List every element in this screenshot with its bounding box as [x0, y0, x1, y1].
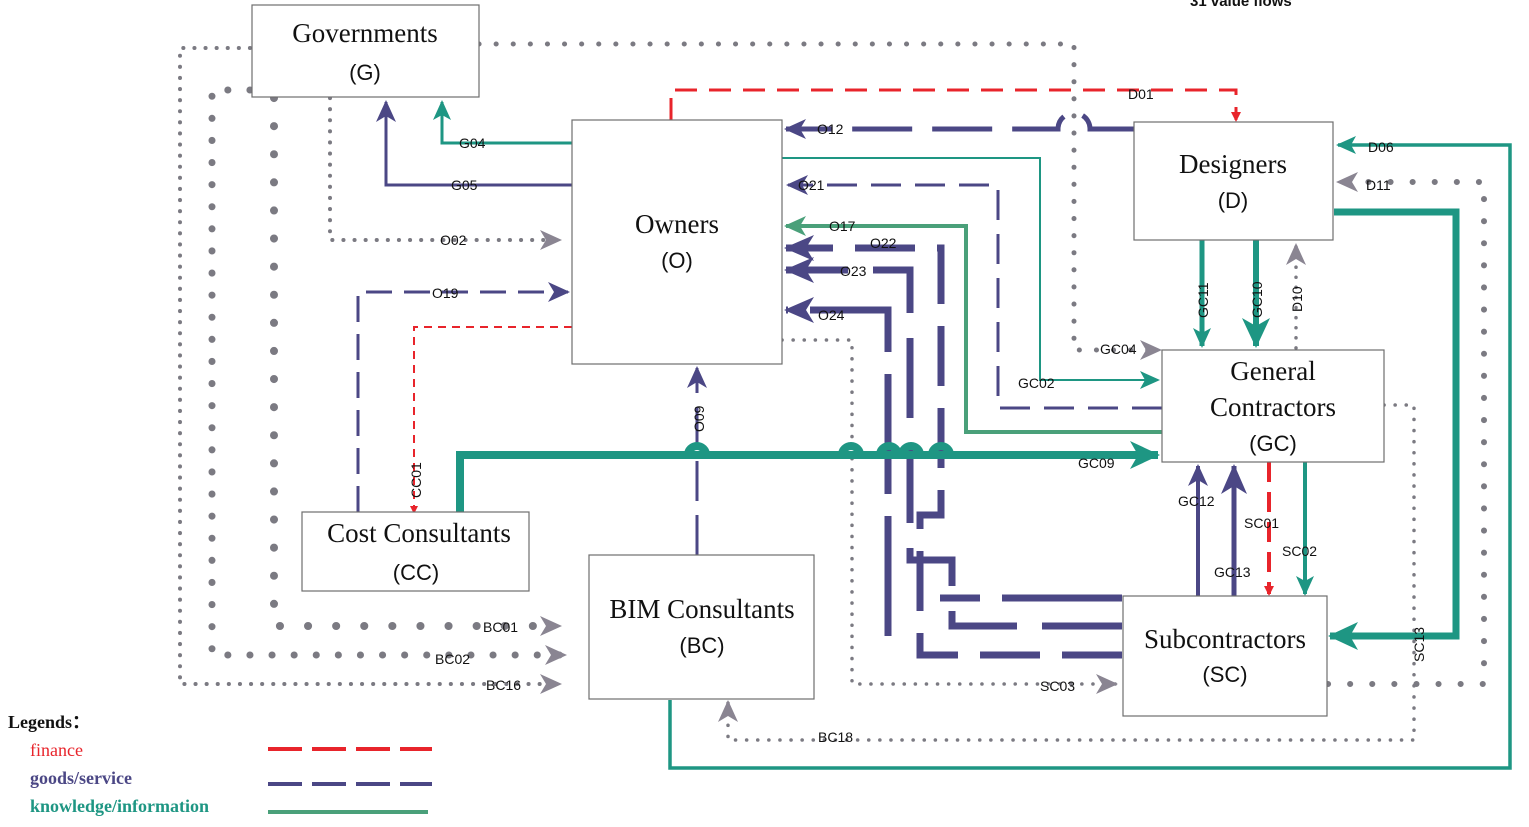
flow-bc18-line: [718, 403, 1416, 742]
flow-o22-line: [784, 235, 1122, 659]
flow-o23-line: [784, 257, 1122, 630]
bim-consultants-code: (BC): [679, 633, 724, 658]
box-governments: Governments (G): [251, 4, 480, 98]
flow-g04-line: [433, 100, 572, 145]
designers-name: Designers: [1179, 149, 1287, 179]
label-gc02: GC02: [1018, 375, 1055, 391]
label-d11: D11: [1366, 177, 1391, 193]
flow-o21-line: [786, 175, 1162, 410]
box-cost-consultants: Cost Consultants (CC): [301, 511, 530, 592]
flow-sc03-line: [780, 338, 1118, 694]
flow-bc02-line: [208, 86, 569, 665]
label-o17: O17: [829, 218, 856, 234]
box-designers: Designers (D): [1133, 121, 1334, 241]
bim-consultants-name: BIM Consultants: [609, 594, 794, 624]
flow-o02-line: [328, 96, 562, 250]
owners-name: Owners: [635, 209, 719, 239]
label-d10: D10: [1289, 286, 1305, 312]
flow-g05-line: [376, 100, 572, 187]
flow-gc09-line: [456, 441, 1160, 512]
flow-sc13-line: [1328, 208, 1460, 650]
label-o12: O12: [817, 121, 844, 137]
label-gc13: GC13: [1214, 564, 1251, 580]
label-o21: O21: [798, 177, 825, 193]
label-bc01: BC01: [483, 619, 518, 635]
legend-title: Legends：: [8, 712, 90, 732]
label-bc18: BC18: [818, 729, 853, 745]
box-subcontractors: Subcontractors (SC): [1122, 595, 1328, 717]
label-o09: O09: [691, 405, 707, 432]
label-sc02: SC02: [1282, 543, 1317, 559]
subcontractors-name: Subcontractors: [1144, 624, 1306, 654]
cost-consultants-name: Cost Consultants: [327, 518, 511, 548]
label-g04: G04: [459, 135, 486, 151]
label-o22: O22: [870, 235, 897, 251]
label-d06: D06: [1368, 139, 1394, 155]
flow-count-note: 31 value flows: [1190, 0, 1292, 10]
flow-d06-line: [668, 136, 1512, 770]
flow-o24-line: [786, 310, 1122, 636]
legend-goods-label: goods/service: [30, 768, 132, 788]
governments-code: (G): [349, 60, 381, 85]
owners-code: (O): [661, 248, 693, 273]
flow-o19-line: [356, 282, 570, 512]
label-o24: O24: [818, 307, 845, 323]
flow-d11-line: [1325, 172, 1487, 687]
label-gc04: GC04: [1100, 341, 1137, 357]
box-owners: Owners (O): [571, 119, 783, 365]
label-g05: G05: [451, 177, 478, 193]
label-gc10: GC10: [1249, 281, 1265, 318]
label-gc11: GC11: [1195, 282, 1211, 318]
legend-finance-label: finance: [30, 740, 83, 760]
box-bim-consultants: BIM Consultants (BC): [588, 554, 815, 700]
flow-bc16-line: [178, 46, 562, 694]
label-cc01: CC01: [408, 462, 424, 498]
gc09-crossing-bumps: [684, 442, 954, 456]
governments-name: Governments: [292, 18, 437, 48]
flow-gc02-line: [782, 157, 1160, 389]
label-gc12: GC12: [1178, 493, 1215, 509]
subcontractors-code: (SC): [1202, 662, 1247, 687]
label-d01: D01: [1128, 86, 1154, 102]
label-sc03: SC03: [1040, 678, 1075, 694]
label-o19: O19: [432, 285, 459, 301]
label-o02: O02: [440, 232, 467, 248]
flow-cc01-line: [410, 326, 572, 514]
designers-code: (D): [1218, 188, 1249, 213]
legend-knowledge-label: knowledge/information: [30, 796, 209, 816]
label-bc02: BC02: [435, 651, 470, 667]
label-sc01: SC01: [1244, 515, 1279, 531]
general-contractors-name-line2: Contractors: [1210, 392, 1336, 422]
flow-o17-line: [784, 216, 1162, 434]
label-o23: O23: [840, 263, 867, 279]
box-general-contractors: General Contractors (GC): [1161, 349, 1385, 463]
label-sc13: SC13: [1411, 627, 1427, 662]
label-bc16: BC16: [486, 677, 521, 693]
general-contractors-name-line1: General: [1230, 356, 1315, 386]
cost-consultants-code: (CC): [393, 560, 439, 585]
flow-o12-line: [784, 110, 1134, 139]
flow-d01-line: [669, 88, 1241, 122]
general-contractors-code: (GC): [1249, 431, 1297, 456]
label-gc09: GC09: [1078, 455, 1115, 471]
